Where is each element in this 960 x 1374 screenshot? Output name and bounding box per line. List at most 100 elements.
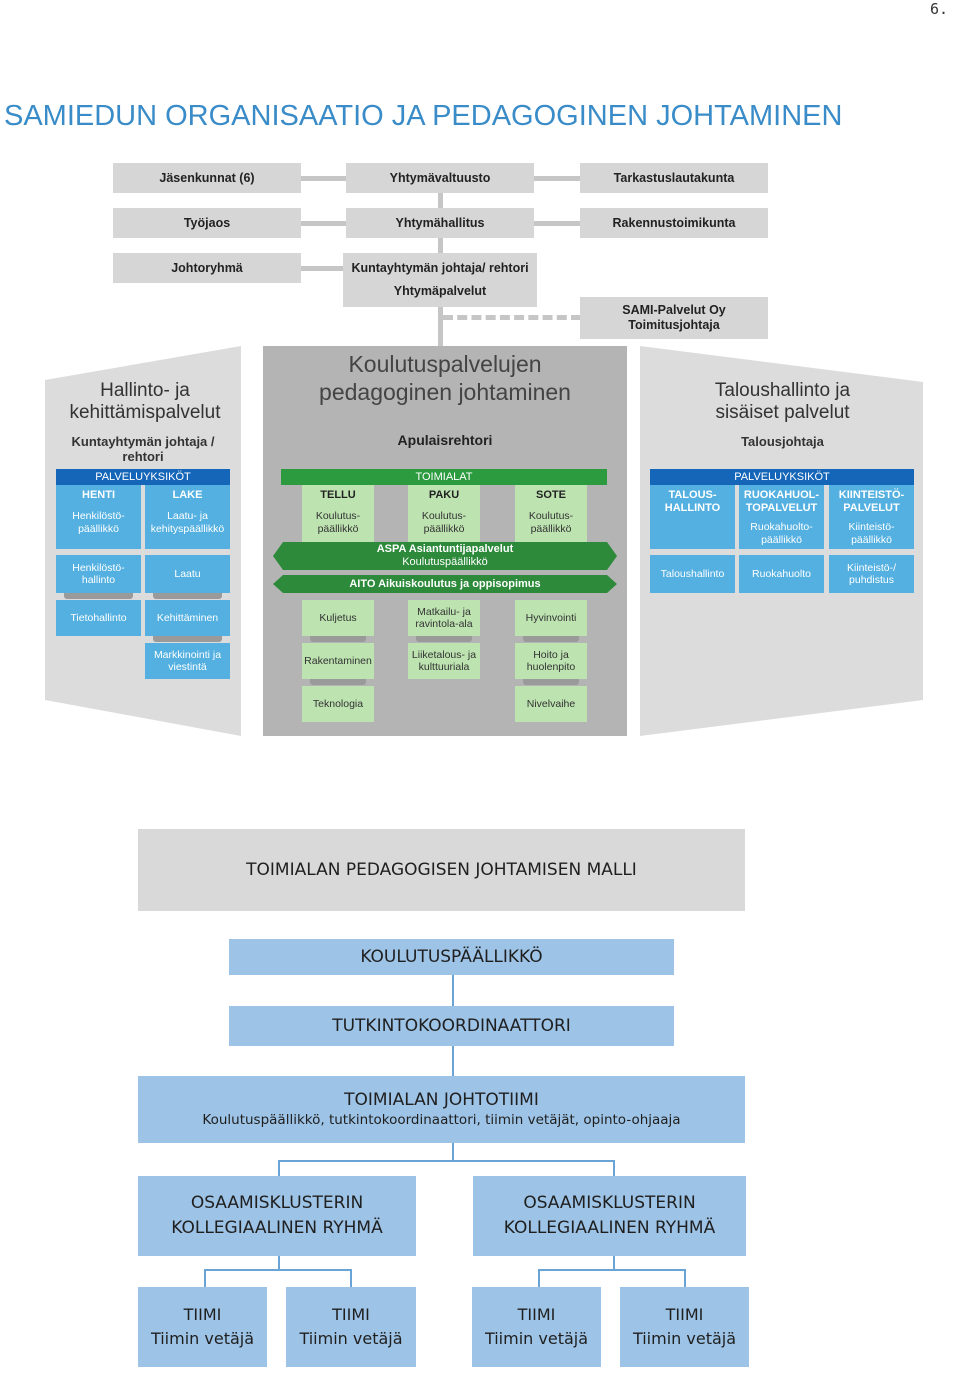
kuljetus-cell: Kuljetus — [302, 600, 374, 636]
cell-cap — [523, 636, 579, 642]
tutkintokoordinaattori-box: TUTKINTOKOORDINAATTORI — [229, 1006, 674, 1046]
kiint-role-1: Kiinteistö- — [848, 521, 895, 533]
laatu-cell: Laatu — [145, 555, 230, 593]
connector — [278, 1160, 280, 1176]
kiint-h2: PALVELUT — [843, 502, 900, 514]
tiimi-label: TIIMI — [665, 1305, 704, 1324]
hoito-1: Hoito ja — [533, 648, 569, 661]
connector — [350, 1269, 352, 1287]
box-tarkastuslautakunta: Tarkastuslautakunta — [580, 163, 768, 193]
hallinto-2: hallinto — [81, 574, 116, 586]
box-johtoryhma: Johtoryhmä — [113, 253, 301, 283]
connector — [613, 1256, 615, 1270]
ruoka-h2: TOPALVELUT — [745, 502, 818, 514]
liiketalous-1: Liiketalous- ja — [411, 648, 477, 661]
aspa-arrow: ASPA Asiantuntijapalvelut Koulutuspäälli… — [273, 542, 617, 570]
liiketalous-cell: Liiketalous- ja kulttuuriala — [408, 643, 480, 679]
page-title: SAMIEDUN ORGANISAATIO JA PEDAGOGINEN JOH… — [4, 100, 843, 132]
center-title-1: Koulutuspalvelujen — [348, 351, 542, 377]
left-title-1: Hallinto- ja — [100, 380, 190, 401]
page-number: 6. — [929, 0, 948, 18]
paku-label: PAKU — [428, 489, 460, 501]
left-ribbon: PALVELUYKSIKÖT — [56, 469, 230, 485]
box-yhtymahallitus: Yhtymähallitus — [346, 208, 534, 238]
sote-role-2: päällikkö — [530, 522, 572, 535]
nivelvaihe-cell: Nivelvaihe — [515, 686, 587, 722]
kiint-puh-1: Kiinteistö-/ — [846, 561, 897, 574]
aspa-role: Koulutuspäällikkö — [402, 556, 488, 568]
paku-role-1: Koulutus- — [421, 510, 467, 522]
markkinointi-2: viestintä — [168, 661, 207, 673]
left-title-2: kehittämispalvelut — [69, 402, 221, 423]
cell-cap — [416, 636, 472, 642]
kiint-role-2: päällikkö — [851, 533, 892, 546]
henti-role-1: Henkilöstö- — [72, 510, 125, 522]
sote-unit: SOTE Koulutus- päällikkö — [515, 485, 587, 543]
tellu-label: TELLU — [320, 489, 356, 501]
connector — [538, 1269, 686, 1271]
right-title-2: sisäiset palvelut — [715, 402, 850, 423]
cell-cap — [310, 679, 366, 685]
tiimi-box: TIIMI Tiimin vetäjä — [620, 1287, 749, 1367]
paku-unit: PAKU Koulutus- päällikkö — [408, 485, 480, 543]
toimialat-ribbon: TOIMIALAT — [281, 469, 607, 485]
tellu-role-1: Koulutus- — [315, 510, 361, 522]
talousjohtaja-label: Talousjohtaja — [741, 434, 824, 449]
connector — [278, 1160, 615, 1162]
sote-role-1: Koulutus- — [528, 510, 574, 522]
connector — [538, 1269, 540, 1287]
hyvinvointi-cell: Hyvinvointi — [515, 600, 587, 636]
henti-unit: HENTI Henkilöstö- päällikkö — [56, 485, 141, 549]
taloushallinto-unit: TALOUS- HALLINTO — [650, 485, 735, 549]
tiimi-box: TIIMI Tiimin vetäjä — [472, 1287, 601, 1367]
dashed-connector — [443, 315, 581, 320]
box-rakennustoimikunta: Rakennustoimikunta — [580, 208, 768, 238]
liiketalous-2: kulttuuriala — [418, 661, 470, 673]
matkailu-1: Matkailu- ja — [417, 605, 471, 618]
kiint-puh-2: puhdistus — [849, 574, 894, 586]
matkailu-cell: Matkailu- ja ravintola-ala — [408, 600, 480, 636]
sami-name: SAMI-Palvelut Oy — [622, 303, 726, 317]
ruoka-h1: RUOKAHUOL- — [743, 489, 820, 501]
tiimi-label: TIIMI — [183, 1305, 222, 1324]
klusteri-right-1: OSAAMISKLUSTERIN — [523, 1193, 696, 1213]
matkailu-2: ravintola-ala — [415, 618, 473, 630]
kehittaminen-cell: Kehittäminen — [145, 600, 230, 636]
kiinteisto-unit: KIINTEISTÖ- PALVELUT Kiinteistö- päällik… — [829, 485, 914, 549]
box-yhtymavaltuusto: Yhtymävaltuusto — [346, 163, 534, 193]
apulaisrehtori-label: Apulaisrehtori — [397, 432, 493, 448]
klusteri-left-1: OSAAMISKLUSTERIN — [190, 1193, 364, 1213]
box-sami-palvelut: SAMI-Palvelut Oy Toimitusjohtaja — [580, 297, 768, 339]
tiimi-vetaja: Tiimin vetäjä — [632, 1329, 737, 1348]
connector-row3 — [300, 266, 344, 271]
paku-role-2: päällikkö — [423, 522, 465, 535]
lake-role-2: kehityspäällikkö — [150, 522, 225, 535]
center-panel-title: Koulutuspalvelujen pedagoginen johtamine… — [263, 350, 627, 406]
tellu-unit: TELLU Koulutus- päällikkö — [302, 485, 374, 543]
connector — [452, 975, 454, 1007]
kiinteisto-puhdistus-cell: Kiinteistö-/ puhdistus — [829, 555, 914, 593]
sote-label: SOTE — [536, 489, 566, 501]
tiimi-label: TIIMI — [517, 1305, 556, 1324]
left-panel-title: Hallinto- ja kehittämispalvelut — [60, 380, 230, 424]
box-kuntayhtyman-johtaja: Kuntayhtymän johtaja/ rehtori Yhtymäpalv… — [343, 253, 537, 307]
klusteri-box-right: OSAAMISKLUSTERIN KOLLEGIAALINEN RYHMÄ — [473, 1176, 746, 1256]
ruoka-role-2: päällikkö — [761, 533, 802, 546]
teknologia-cell: Teknologia — [302, 686, 374, 722]
ruokahuolto-unit: RUOKAHUOL- TOPALVELUT Ruokahuolto- pääll… — [739, 485, 824, 549]
cell-cap — [153, 636, 222, 642]
cell-cap — [310, 636, 366, 642]
henti-role-2: päällikkö — [78, 522, 119, 535]
tellu-role-2: päällikkö — [317, 522, 359, 535]
johtotiimi-box: TOIMIALAN JOHTOTIIMI Koulutuspäällikkö, … — [138, 1076, 745, 1143]
rakentaminen-cell: Rakentaminen — [302, 643, 374, 679]
left-sub-1: Kuntayhtymän johtaja / — [71, 434, 215, 449]
klusteri-left-2: KOLLEGIAALINEN RYHMÄ — [171, 1218, 383, 1238]
johtotiimi-members: Koulutuspäällikkö, tutkintokoordinaattor… — [202, 1112, 681, 1128]
aito-arrow: AITO Aikuiskoulutus ja oppisopimus — [273, 575, 617, 593]
box-tyojaos: Työjaos — [113, 208, 301, 238]
left-sub-2: rehtori — [122, 449, 164, 464]
center-title-2: pedagoginen johtaminen — [319, 379, 571, 405]
tiimi-vetaja: Tiimin vetäjä — [299, 1329, 403, 1348]
hoito-cell: Hoito ja huolenpito — [515, 643, 587, 679]
